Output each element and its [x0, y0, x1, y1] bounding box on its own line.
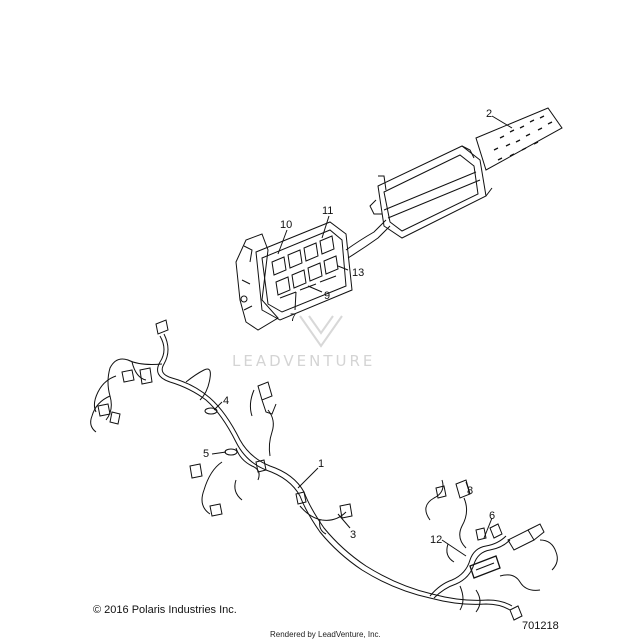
fuse-decal: [475, 107, 563, 171]
callout-1: 1: [318, 458, 324, 470]
rendered-by-credit: Rendered by LeadVenture, Inc.: [270, 630, 381, 639]
callout-12: 12: [430, 534, 442, 546]
callout-5: 5: [203, 448, 209, 460]
callout-7: 7: [290, 312, 296, 324]
callout-2: 2: [486, 108, 492, 120]
main-wiring-harness: [90, 319, 558, 621]
fuse-box-cover: [369, 145, 493, 239]
leadventure-logo-icon: [299, 315, 343, 348]
watermark-text: LEADVENTURE: [232, 352, 375, 370]
callout-13: 13: [352, 267, 364, 279]
callout-9: 9: [324, 290, 330, 302]
callout-11: 11: [322, 205, 333, 217]
callout-labels: 1 2 3 4 5 6 7 8 9 10 11 12 13: [203, 108, 495, 546]
callout-6: 6: [489, 510, 495, 522]
callout-10: 10: [280, 219, 292, 231]
callout-3: 3: [350, 529, 356, 541]
callout-8: 8: [467, 485, 473, 497]
diagram-number: 701218: [522, 620, 559, 632]
copyright-notice: © 2016 Polaris Industries Inc.: [93, 604, 237, 616]
callout-4: 4: [223, 395, 229, 407]
fuse-box-assembly: [235, 215, 391, 331]
